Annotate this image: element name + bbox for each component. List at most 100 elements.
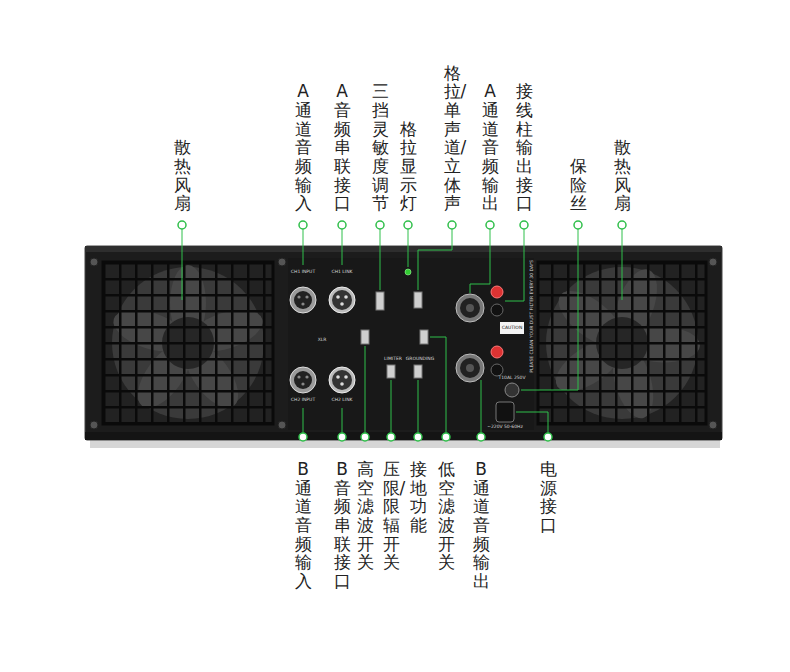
switches <box>361 292 428 378</box>
callout-dot <box>404 221 412 229</box>
binding-post-black <box>491 364 503 376</box>
speakon-shell <box>456 294 484 322</box>
leader-line <box>430 337 446 433</box>
center-panel <box>288 258 534 430</box>
screw <box>709 421 717 429</box>
binding-post-red <box>491 286 503 298</box>
callout-dot <box>338 433 346 441</box>
xlr-pin <box>301 382 304 385</box>
xlr-face <box>332 290 352 310</box>
callout-dot <box>178 221 186 229</box>
fan-grill <box>103 262 273 424</box>
callout-label: 接线柱输出接口 <box>516 82 533 213</box>
callout-dot <box>299 433 307 441</box>
callout-dot <box>544 433 552 441</box>
leader-line <box>182 229 183 300</box>
xlr-face <box>294 291 312 309</box>
grounding-switch <box>414 365 422 378</box>
caution-plate <box>500 322 524 334</box>
speakon-face <box>460 298 480 318</box>
chassis-lip <box>85 246 722 252</box>
callout-dot <box>414 433 422 441</box>
callout-label: 压限/限辐开关 <box>383 460 400 572</box>
xlr-pin <box>305 375 308 378</box>
leader-line <box>342 229 343 265</box>
bridge-mode-switch <box>414 292 422 308</box>
callout-dot <box>361 433 369 441</box>
speakon-face <box>460 358 480 378</box>
leader-line <box>418 229 452 290</box>
callout-label: A音频串联接口 <box>334 82 351 213</box>
fan-well <box>103 262 273 424</box>
panel-text: GROUNDING <box>406 357 434 362</box>
xlr-pin <box>344 375 348 379</box>
callout-dot <box>520 221 528 229</box>
callout-dot <box>477 433 485 441</box>
callout-label: 格拉显示灯 <box>400 120 417 213</box>
panel-text: XLR <box>318 338 327 343</box>
panel-text: ~220V 50-60Hz <box>487 425 523 430</box>
xlr-shell <box>290 367 316 393</box>
xlr-link-b <box>329 367 355 393</box>
callout-label: 散热风扇 <box>614 138 631 213</box>
speakon-a <box>456 294 484 322</box>
callout-dot <box>387 433 395 441</box>
limiter-switch <box>387 365 395 378</box>
panel-text: CH2 LINK <box>332 398 353 403</box>
xlr-pin <box>344 295 348 299</box>
binding-post-black <box>491 304 503 316</box>
panel-text: CAUTION <box>502 326 523 331</box>
sensitivity-switch <box>376 292 384 310</box>
xlr-pin <box>336 375 340 379</box>
xlr-link-a <box>329 287 355 313</box>
screw <box>90 258 98 266</box>
xlr-pin <box>340 302 344 306</box>
callout-label: B音频串联接口 <box>334 460 351 591</box>
chassis-base <box>85 432 722 440</box>
xlr-pin <box>336 295 340 299</box>
leader-line <box>622 229 623 300</box>
callout-label: A通道音频输入 <box>295 82 312 213</box>
callout-dots <box>178 221 626 441</box>
leader-line <box>516 412 548 433</box>
chassis-body <box>85 246 722 440</box>
xlr-pin <box>340 382 344 386</box>
callout-dot <box>338 221 346 229</box>
xlr-input-b <box>290 367 316 393</box>
callout-dot <box>442 433 450 441</box>
speakon-core <box>466 304 474 312</box>
leader-line <box>342 408 343 433</box>
callout-label: 保险丝 <box>570 157 587 213</box>
leader-lines <box>182 229 622 433</box>
panel-text: CH2 INPUT <box>291 398 315 403</box>
xlr-face <box>294 371 312 389</box>
callout-label: B通道音频输入 <box>295 460 312 591</box>
panel-text: LIMITER <box>384 357 402 362</box>
xlr-input-a <box>290 287 316 313</box>
panel-text: T10AL 250V <box>498 376 525 381</box>
screw <box>709 258 717 266</box>
callout-dot <box>448 221 456 229</box>
callout-label: 电源接口 <box>540 460 557 535</box>
callout-dot <box>376 221 384 229</box>
leader-line <box>365 346 366 433</box>
power-inlet <box>496 402 514 422</box>
binding-post-red <box>491 346 503 358</box>
low-pass-switch <box>420 330 428 344</box>
speakon-core <box>466 364 474 372</box>
panel-text: PLEASE CLEAN YOUR DUST FILTER EVERY 30 D… <box>530 260 535 373</box>
high-pass-switch <box>361 330 369 344</box>
callout-label: 高空滤波开关 <box>357 460 374 572</box>
callout-label: 三挡灵敏度调节 <box>372 82 389 213</box>
callout-dot <box>574 221 582 229</box>
xlr-pin <box>297 375 300 378</box>
chassis-shadow <box>90 440 720 448</box>
leader-line <box>303 229 304 265</box>
xlr-face <box>332 370 352 390</box>
leader-line <box>521 229 578 390</box>
panel-text: CH1 LINK <box>332 270 353 275</box>
callout-label: A通道音频输出 <box>482 82 499 213</box>
left-fan <box>103 262 273 424</box>
speakon-b <box>456 354 484 382</box>
